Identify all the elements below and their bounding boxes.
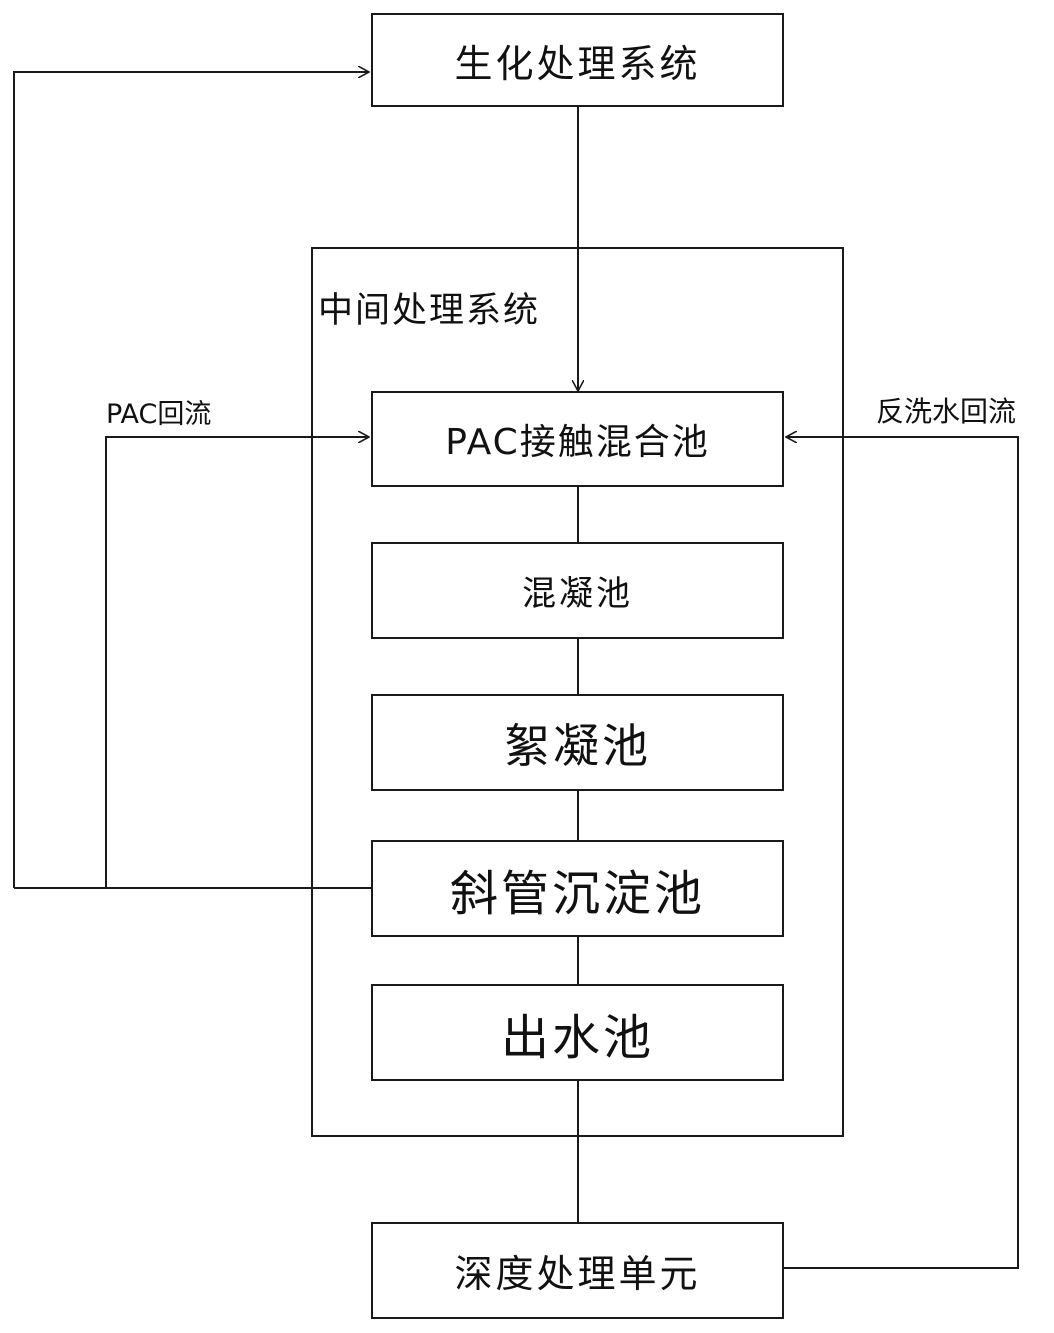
node-floc-label: 絮凝池 — [504, 718, 651, 773]
intermediate-system-frame — [311, 247, 844, 1137]
node-tube-settler: 斜管沉淀池 — [371, 840, 784, 937]
node-pac-mix-label: PAC接触混合池 — [445, 422, 710, 463]
node-advanced-treatment: 深度处理单元 — [371, 1222, 784, 1319]
node-flocculation-tank: 絮凝池 — [371, 694, 784, 791]
node-biochem-system: 生化处理系统 — [371, 13, 784, 107]
edge-backwash-return — [784, 437, 1019, 1269]
node-tube-settler-label: 斜管沉淀池 — [449, 865, 705, 922]
node-coagulation-tank: 混凝池 — [371, 542, 784, 639]
node-coag-label: 混凝池 — [522, 574, 633, 614]
node-outlet-tank: 出水池 — [371, 984, 784, 1081]
edge-label-backwash-return: 反洗水回流 — [876, 395, 1017, 428]
edge-label-pac-return: PAC回流 — [106, 399, 212, 430]
node-outlet-label: 出水池 — [500, 1009, 654, 1066]
node-biochem-label: 生化处理系统 — [454, 41, 701, 86]
node-pac-mixing-tank: PAC接触混合池 — [371, 391, 784, 487]
edge-return-to-biochem — [13, 72, 369, 888]
intermediate-system-title: 中间处理系统 — [318, 291, 541, 331]
node-advanced-label: 深度处理单元 — [454, 1252, 701, 1296]
edge-pac-return — [105, 437, 369, 888]
